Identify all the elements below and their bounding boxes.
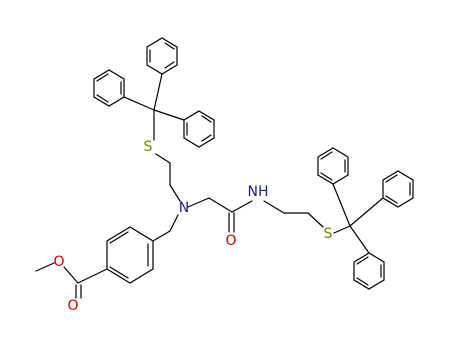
aromatic-bond xyxy=(320,172,333,181)
phenyl-ring xyxy=(93,69,125,107)
single-bond xyxy=(349,197,384,227)
benzoate-ring xyxy=(106,226,154,284)
single-bond xyxy=(333,225,351,234)
aromatic-bond xyxy=(356,256,369,265)
aromatic-bond xyxy=(320,151,333,160)
aromatic-bond xyxy=(164,42,175,50)
aromatic-bond xyxy=(96,94,109,103)
aromatic-bond xyxy=(164,61,175,69)
aromatic-bond xyxy=(109,266,129,279)
trityl-group-right xyxy=(317,147,414,290)
aromatic-bond xyxy=(385,195,398,204)
single-bond xyxy=(349,225,370,254)
single-bond xyxy=(208,197,233,213)
aromatic-bond xyxy=(201,134,212,142)
aromatic-bond xyxy=(356,277,369,286)
single-bond xyxy=(169,184,181,202)
amide-oxygen-label: O xyxy=(225,233,236,249)
single-bond xyxy=(123,96,155,111)
single-bond xyxy=(63,266,79,284)
aromatic-bond xyxy=(201,115,212,123)
phenyl-ring xyxy=(353,252,385,290)
phenyl-ring xyxy=(382,170,414,208)
single-bond xyxy=(187,197,210,208)
aromatic-bond xyxy=(96,73,109,82)
single-bond xyxy=(153,109,185,121)
amine-nitrogen-label: N xyxy=(179,200,189,216)
single-bond xyxy=(77,268,108,284)
single-bond xyxy=(152,230,171,242)
ester-ether-oxygen-label: O xyxy=(53,254,64,270)
sulfur-atom-label: S xyxy=(324,226,333,242)
amide-nitrogen-label: NH xyxy=(248,184,269,200)
trityl-group-top xyxy=(93,37,215,148)
phenyl-ring xyxy=(146,37,178,75)
atom-label-layer: S N NH O S O O xyxy=(53,139,332,314)
single-bond xyxy=(307,212,324,228)
single-bond xyxy=(332,183,351,227)
single-bond xyxy=(155,153,171,164)
ester-carbonyl-oxygen-label: O xyxy=(67,298,78,314)
single-bond xyxy=(153,73,163,111)
single-bond xyxy=(169,214,179,232)
sulfur-atom-label: S xyxy=(144,139,153,155)
aromatic-bond xyxy=(385,174,398,183)
single-bond xyxy=(231,200,253,213)
single-bond xyxy=(35,262,55,272)
phenyl-ring xyxy=(317,147,349,185)
aromatic-bond xyxy=(109,231,129,244)
phenyl-ring xyxy=(106,226,154,284)
phenyl-ring xyxy=(183,110,215,148)
single-bond xyxy=(263,200,285,214)
bond-layer xyxy=(35,37,414,299)
